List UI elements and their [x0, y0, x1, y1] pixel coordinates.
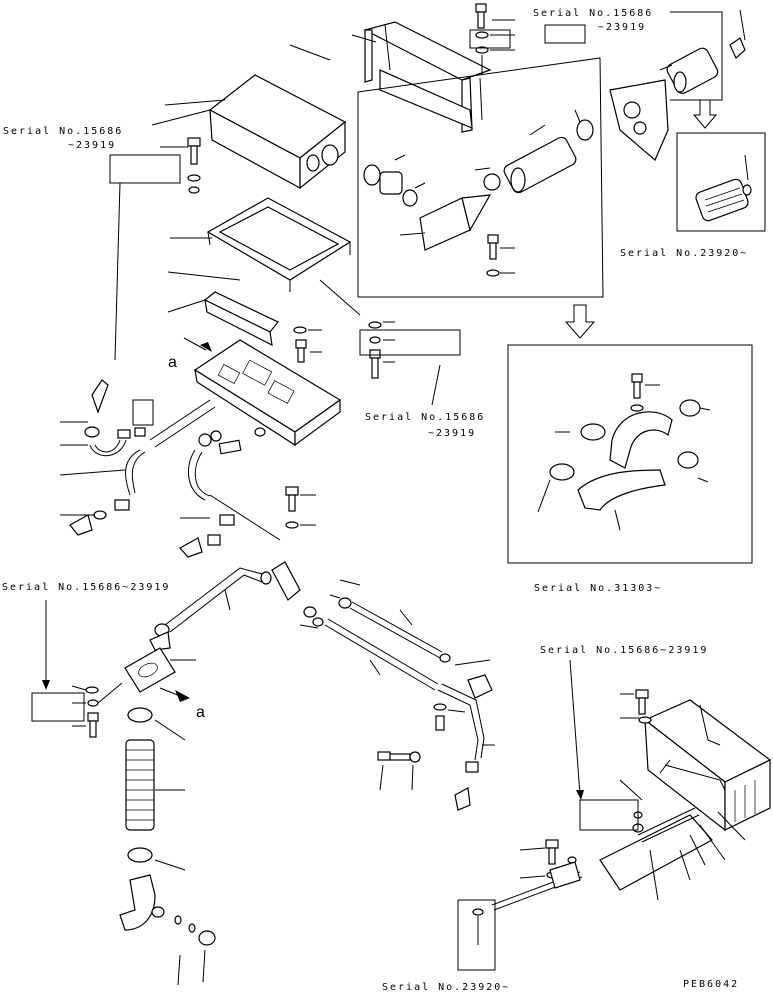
tray-frame [170, 197, 352, 292]
serial-23920-bracket [457, 899, 496, 971]
serial-23920-frame [676, 132, 766, 232]
serial-label-top-right: Serial No.15686 [533, 8, 654, 19]
serial-box-left-upper [109, 154, 181, 184]
serial-range-left-upper: ~23919 [68, 140, 117, 151]
rod-assembly [491, 839, 583, 911]
elbow-pipe-center [271, 561, 495, 811]
serial-label-31303: Serial No.31303~ [534, 583, 663, 594]
filter-element [695, 154, 752, 222]
serial-label-right-range: Serial No.15686~23919 [540, 645, 709, 656]
elbow-hoses [537, 373, 711, 531]
bolt-left-lower [71, 682, 123, 738]
serial-label-23920-top: Serial No.23920~ [620, 248, 749, 259]
bolt-bottom-serial [472, 908, 484, 945]
serial-label-23920-bottom: Serial No.23920~ [382, 982, 511, 993]
serial-label-left-upper: Serial No.15686 [3, 126, 124, 137]
serial-box-left-lower [31, 692, 85, 722]
serial-label-mid: Serial No.15686 [365, 412, 486, 423]
base-tray [193, 339, 342, 447]
air-cleaner-box [151, 44, 347, 190]
arrow-down-right [692, 99, 718, 129]
serial-label-left-range: Serial No.15686~23919 [2, 582, 171, 593]
serial-range-top-right: ~23919 [598, 22, 647, 33]
serial-bracket-right [670, 11, 723, 101]
ref-a-bottom: a [196, 704, 205, 721]
bracket-frame-top [351, 21, 492, 133]
bolt-center [285, 486, 316, 529]
intake-group-frame [357, 57, 604, 298]
serial-box-mid [359, 329, 461, 356]
tank-assembly [599, 689, 772, 901]
ref-a-top: a [168, 354, 177, 371]
flex-hose [119, 707, 216, 986]
intake-parts [363, 109, 594, 277]
outlet-duct [124, 647, 196, 702]
serial-box-right [579, 799, 639, 831]
bolt-top-center [475, 3, 515, 75]
bolt-mid-right [293, 326, 322, 363]
precleaner-bracket [609, 9, 746, 161]
serial-range-mid: ~23919 [428, 428, 477, 439]
hose-center-left [179, 427, 281, 558]
serial-box-top [469, 29, 511, 49]
arrow-a-top [200, 342, 212, 352]
serial-31303-frame [507, 344, 753, 564]
long-pipe [149, 567, 272, 651]
drawing-code: PEB6042 [683, 979, 740, 990]
bracket-plate [167, 271, 279, 347]
bolt-left-upper [160, 137, 201, 194]
arrow-down-center [564, 304, 596, 339]
bolt-mid-serial [368, 321, 395, 379]
left-hoses [59, 379, 216, 536]
serial-callout-box-top [544, 24, 586, 44]
